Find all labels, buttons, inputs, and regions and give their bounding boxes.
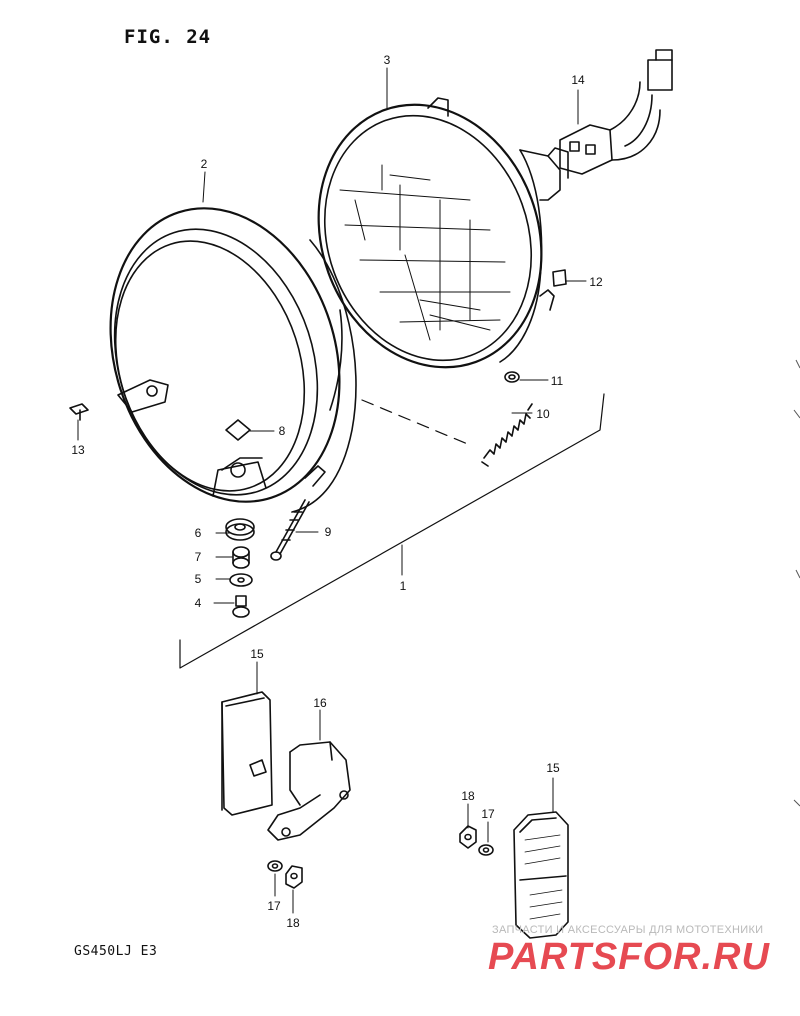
washer-part-5 xyxy=(229,573,253,587)
washer-part-11 xyxy=(504,371,520,383)
washer-part-17-right xyxy=(478,844,494,856)
watermark-tagline: ЗАПЧАСТИ И АКСЕССУАРЫ ДЛЯ МОТОТЕХНИКИ xyxy=(492,924,764,936)
model-code: GS450LJ E3 xyxy=(74,944,158,959)
callout-numbers: 1 2 3 4 5 6 7 8 9 10 11 12 13 14 15 16 1… xyxy=(71,53,603,930)
screw-part-4 xyxy=(232,595,250,618)
callout-3: 3 xyxy=(384,53,391,67)
callout-2: 2 xyxy=(201,157,208,171)
callout-15-left: 15 xyxy=(250,647,264,661)
callout-1: 1 xyxy=(400,579,407,593)
callout-14: 14 xyxy=(571,73,585,87)
nut-plate-part-8 xyxy=(225,419,251,441)
assembly-bracket-part-1 xyxy=(179,393,605,669)
callout-18-left: 18 xyxy=(286,916,300,930)
callout-9: 9 xyxy=(325,525,332,539)
callout-5: 5 xyxy=(195,572,202,586)
edge-artifacts xyxy=(793,359,800,807)
callout-15-right: 15 xyxy=(546,761,560,775)
reflector-part-15-right xyxy=(513,811,569,939)
callout-11: 11 xyxy=(551,374,564,388)
reflector-bracket-part-16 xyxy=(249,741,351,841)
socket-part-14 xyxy=(559,49,673,175)
leader-lines xyxy=(77,67,587,914)
callout-8: 8 xyxy=(279,424,286,438)
figure-title: FIG. 24 xyxy=(124,26,212,48)
callout-13: 13 xyxy=(71,443,85,457)
nut-part-18-left xyxy=(285,865,303,889)
adjusting-screw-part-9 xyxy=(270,499,310,561)
callout-18-right: 18 xyxy=(461,789,475,803)
callout-4: 4 xyxy=(195,596,202,610)
headlight-rim-part-2 xyxy=(109,207,357,513)
callout-17-left: 17 xyxy=(267,899,281,913)
clip-part-12 xyxy=(552,269,567,287)
grommet-part-6 xyxy=(225,518,255,541)
callout-6: 6 xyxy=(195,526,202,540)
callout-10: 10 xyxy=(536,407,550,421)
washer-part-17-left xyxy=(267,860,283,872)
screw-part-13 xyxy=(69,403,89,421)
callout-16: 16 xyxy=(313,696,327,710)
collar-part-7 xyxy=(232,546,250,569)
callout-7: 7 xyxy=(195,550,202,564)
nut-part-18-right xyxy=(459,825,477,849)
reflector-part-15-left xyxy=(221,691,273,816)
callout-12: 12 xyxy=(589,275,603,289)
spring-part-10 xyxy=(481,403,533,467)
watermark-logo: PARTSFOR.RU xyxy=(488,936,770,978)
callout-17-right: 17 xyxy=(481,807,495,821)
sealed-beam-unit-part-3 xyxy=(317,97,569,369)
